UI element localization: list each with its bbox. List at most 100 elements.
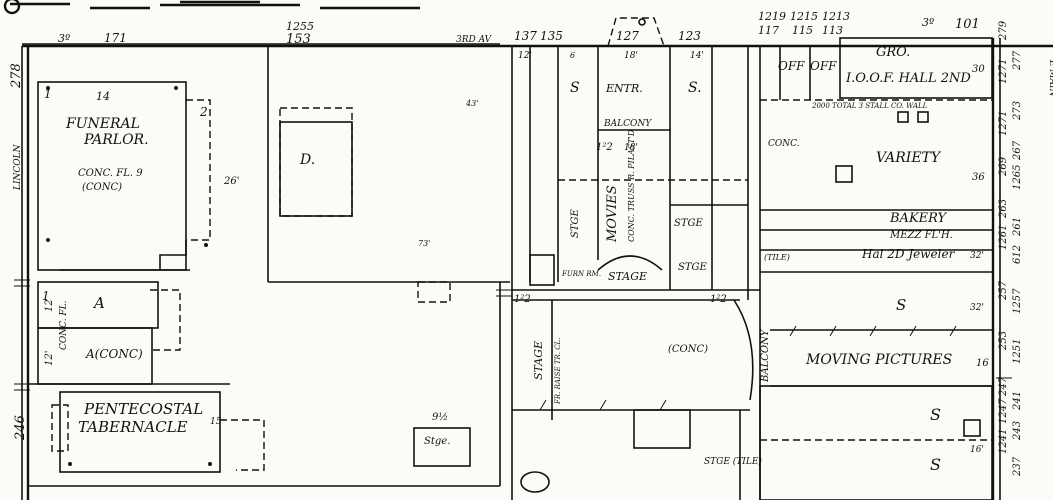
address-number: 241	[1012, 391, 1023, 411]
building-label: MEZZ FL'H.	[889, 230, 953, 241]
address-number: 1271	[998, 111, 1009, 136]
building-label: STAGE	[532, 341, 545, 380]
title-mark-icon	[3, 0, 21, 15]
address-number: 1241	[998, 429, 1009, 454]
building-label: BALCONY	[603, 119, 652, 129]
address-number: 101	[955, 17, 980, 32]
building-label: MOVING PICTURES	[805, 352, 952, 368]
dimension-label: 1	[42, 289, 50, 303]
building-label: CONC.	[768, 139, 800, 149]
address-number: 257	[998, 280, 1009, 301]
address-number: 117	[758, 24, 779, 37]
address-number: 1271	[998, 59, 1009, 84]
dimension-label: 1²2	[596, 142, 613, 153]
address-number: 277	[1012, 50, 1023, 71]
building-label: BAKERY	[889, 211, 948, 226]
building-label: S	[896, 296, 906, 314]
building-label: MOVIES	[605, 185, 620, 243]
street-label: 3RD AV	[456, 35, 493, 45]
address-number: 612	[1012, 245, 1023, 264]
address-number: 115	[792, 24, 813, 37]
building-label: S	[570, 80, 580, 96]
dimension-label: 18'	[624, 51, 638, 61]
dimension-label: 1²2	[514, 294, 531, 305]
address-number: 1219	[758, 10, 786, 23]
address-number: 273	[1012, 101, 1023, 121]
address-number: 1247	[998, 398, 1009, 424]
dimension-label: 14'	[690, 51, 704, 61]
dimension-label: 1²2	[710, 294, 727, 305]
dimension-label: 26'	[223, 176, 239, 187]
building-label: (CONC)	[668, 344, 708, 355]
dimension-label: 12'	[44, 351, 55, 366]
building-label: STGE	[570, 208, 581, 238]
address-number: 1255	[286, 20, 314, 33]
building-label: FR. RAISE TR. CL.	[554, 338, 562, 405]
dimension-label: 1	[44, 87, 52, 101]
building-label: S.	[688, 80, 702, 96]
dimension-label: 2	[199, 105, 208, 119]
building-label: CONC. TRUSS R. PILAST'D	[627, 129, 636, 242]
storage-shed	[413, 427, 471, 467]
building-label: STGE	[674, 218, 704, 229]
street-label: E MAIN	[1047, 59, 1053, 98]
dimension-label: 12	[44, 299, 55, 312]
building-label: Hal 2D Jeweler	[861, 247, 956, 261]
building-label: A	[92, 294, 105, 312]
building-label: BALCONY	[760, 328, 771, 383]
street-label: 3º	[58, 32, 70, 45]
address-number: 137	[514, 29, 537, 43]
address-number: 263	[998, 199, 1009, 219]
building-label: S	[930, 405, 941, 424]
dimension-label: 73'	[418, 239, 430, 248]
building-label: ENTR.	[605, 82, 643, 95]
dimension-label: 6	[570, 51, 575, 60]
building-d	[279, 107, 353, 217]
iodf-hall-building	[839, 37, 993, 99]
dimension-label: 32'	[970, 251, 984, 261]
building-label: I.O.O.F. HALL 2ND	[845, 71, 971, 86]
building-label: CONC. FL. 9	[78, 168, 143, 179]
street-label: 3º	[922, 16, 934, 29]
address-number: 267	[1012, 140, 1023, 161]
dimension-label: 32'	[970, 303, 984, 313]
building-label: FUNERAL	[65, 116, 140, 132]
dimension-label: 36	[972, 172, 985, 183]
address-number: 1213	[822, 10, 850, 23]
building-label: PENTECOSTAL	[83, 400, 203, 418]
building-label: TABERNACLE	[78, 418, 188, 436]
address-number: 127	[616, 29, 639, 43]
dimension-label: 16'	[970, 445, 984, 455]
building-label: (TILE)	[764, 253, 790, 262]
dimension-label: 18'	[624, 143, 638, 153]
address-number: 269	[998, 156, 1009, 177]
dimension-label: 16	[976, 358, 989, 369]
building-label: STGE	[678, 262, 708, 273]
building-label: STGE (TILE)	[704, 456, 762, 467]
building-label: (CONC)	[82, 182, 122, 193]
dimension-label: 15	[210, 417, 222, 427]
address-number: 123	[678, 29, 701, 43]
address-number: 261	[1012, 217, 1023, 237]
building-label: Stge.	[424, 436, 450, 447]
address-number: 1265	[1012, 165, 1023, 190]
address-number: 1215	[790, 10, 818, 23]
dimension-label: 9½	[432, 412, 448, 423]
building-label: GRO.	[876, 45, 910, 60]
pentecostal-tabernacle-building	[59, 391, 221, 473]
building-label: STAGE	[608, 270, 647, 283]
building-label: S	[930, 455, 941, 474]
dimension-label: 14	[96, 90, 110, 103]
address-number: 279	[998, 20, 1009, 41]
address-number: 247	[998, 376, 1009, 397]
address-number: 1257	[1012, 288, 1023, 314]
building-label: 2000 TOTAL 3 STALL CO. WALL	[811, 102, 928, 110]
address-number: 278	[9, 63, 24, 89]
address-number: 1251	[1012, 339, 1023, 364]
dimension-label: 30	[972, 64, 985, 75]
address-number: 253	[998, 331, 1009, 351]
building-label: D.	[299, 152, 315, 168]
address-number: 246	[13, 415, 28, 441]
